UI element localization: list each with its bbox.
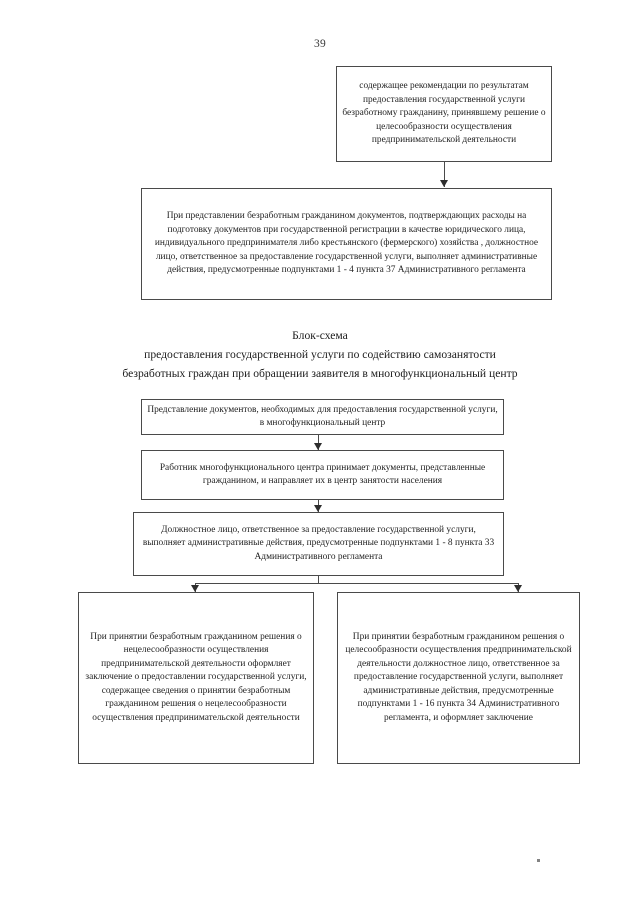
flowchart-box-mfc-worker: Работник многофункционального центра при… [141,450,504,500]
arrowhead-down-icon [514,585,522,592]
arrowhead-down-icon [191,585,199,592]
flowchart-box-negative-decision-text: При принятии безработным гражданином реш… [85,632,307,723]
flowchart-box-positive-decision-text: При принятии безработным гражданином реш… [345,632,572,723]
page-title: Блок-схема предоставления государственно… [0,326,640,383]
flowchart-box-expenses: При представлении безработным гражданино… [141,188,552,300]
arrowhead-down-icon [314,505,322,512]
flowchart-box-negative-decision: При принятии безработным гражданином реш… [78,592,314,764]
connector-official-split-stem [318,576,319,584]
connector-official-split-bar [195,583,519,584]
connector-recommendation-to-expenses [444,162,445,187]
page-title-line-3: безработных граждан при обращении заявит… [122,367,518,380]
scan-artifact-dot [537,859,540,862]
flowchart-box-recommendation: содержащее рекомендации по результатам п… [336,66,552,162]
connector-submit-to-mfc-worker [318,435,319,450]
arrowhead-down-icon [314,443,322,450]
arrowhead-down-icon [440,180,448,187]
flowchart-box-expenses-text: При представлении безработным гражданино… [154,211,539,276]
page-title-line-1: Блок-схема [292,329,348,342]
page-title-line-2: предоставления государственной услуги по… [144,348,496,361]
flowchart-box-recommendation-text: содержащее рекомендации по результатам п… [342,81,546,146]
flowchart-box-submit-documents: Представление документов, необходимых дл… [141,399,504,435]
flowchart-box-responsible-official-text: Должностное лицо, ответственное за предо… [142,524,495,562]
flowchart-box-mfc-worker-text: Работник многофункционального центра при… [159,462,486,486]
flowchart-box-responsible-official: Должностное лицо, ответственное за предо… [133,512,504,576]
flowchart-box-positive-decision: При принятии безработным гражданином реш… [337,592,580,764]
page-number: 39 [314,38,326,50]
flowchart-box-submit-documents-text: Представление документов, необходимых дл… [147,404,498,428]
